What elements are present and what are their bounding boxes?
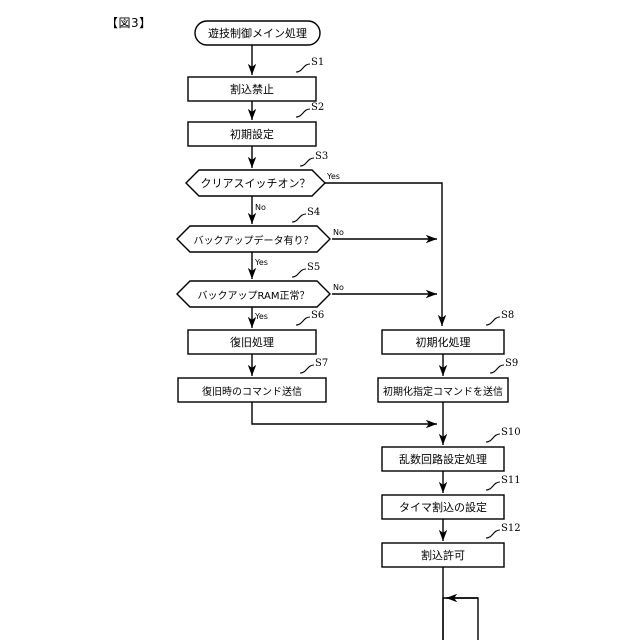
step-label-s4: S4 (307, 207, 321, 218)
edge-s3-yes-to-spine (325, 182, 447, 326)
step-label-s9: S9 (505, 358, 519, 369)
s6-box-shape (187, 329, 317, 355)
s2-box-shape (187, 121, 317, 147)
edge-label-s3-yes: Yes (327, 172, 340, 181)
s9-box-shape (377, 377, 509, 403)
edge-label-s5-yes: Yes (255, 312, 268, 321)
s3-decision-shape (185, 169, 326, 197)
s7-box-shape (177, 377, 327, 403)
step-label-s3: S3 (315, 151, 329, 162)
step-label-s7: S7 (315, 358, 329, 369)
edge-label-s4-yes: Yes (255, 258, 268, 267)
step-label-s1: S1 (311, 57, 325, 68)
leader-s3 (299, 157, 315, 167)
leader-s5 (291, 268, 307, 278)
step-label-s8: S8 (501, 310, 515, 321)
edge-label-s3-no: No (255, 203, 266, 212)
s4-decision-shape (176, 225, 331, 253)
leader-s10 (485, 433, 501, 443)
leader-s11 (485, 481, 501, 491)
s5-decision-shape (176, 280, 331, 308)
leader-s7 (299, 364, 315, 374)
step-label-s10: S10 (501, 427, 521, 438)
s1-box-shape (187, 76, 317, 102)
leader-s12 (485, 529, 501, 539)
step-label-s2: S2 (311, 102, 325, 113)
leader-s2 (295, 108, 311, 118)
edge-s7-to-spine (251, 402, 437, 429)
step-label-s6: S6 (311, 310, 325, 321)
step-label-s5: S5 (307, 262, 321, 273)
leader-s1 (295, 63, 311, 73)
edge-label-s5-no: No (333, 283, 344, 292)
s10-box-shape (381, 446, 505, 472)
leader-s4 (291, 213, 307, 223)
leader-s8 (485, 316, 501, 326)
figure-number-label: 【図3】 (106, 16, 152, 30)
step-label-s12: S12 (501, 523, 521, 534)
s12-box-shape (381, 542, 505, 568)
s8-box-shape (381, 329, 505, 355)
s11-box-shape (381, 494, 505, 520)
leader-s9 (489, 364, 505, 374)
edge-label-s4-no: No (333, 228, 344, 237)
start-terminator-shape (194, 20, 321, 46)
loop-back-shape (443, 597, 479, 640)
step-label-s11: S11 (501, 475, 521, 486)
leader-s6 (295, 316, 311, 326)
